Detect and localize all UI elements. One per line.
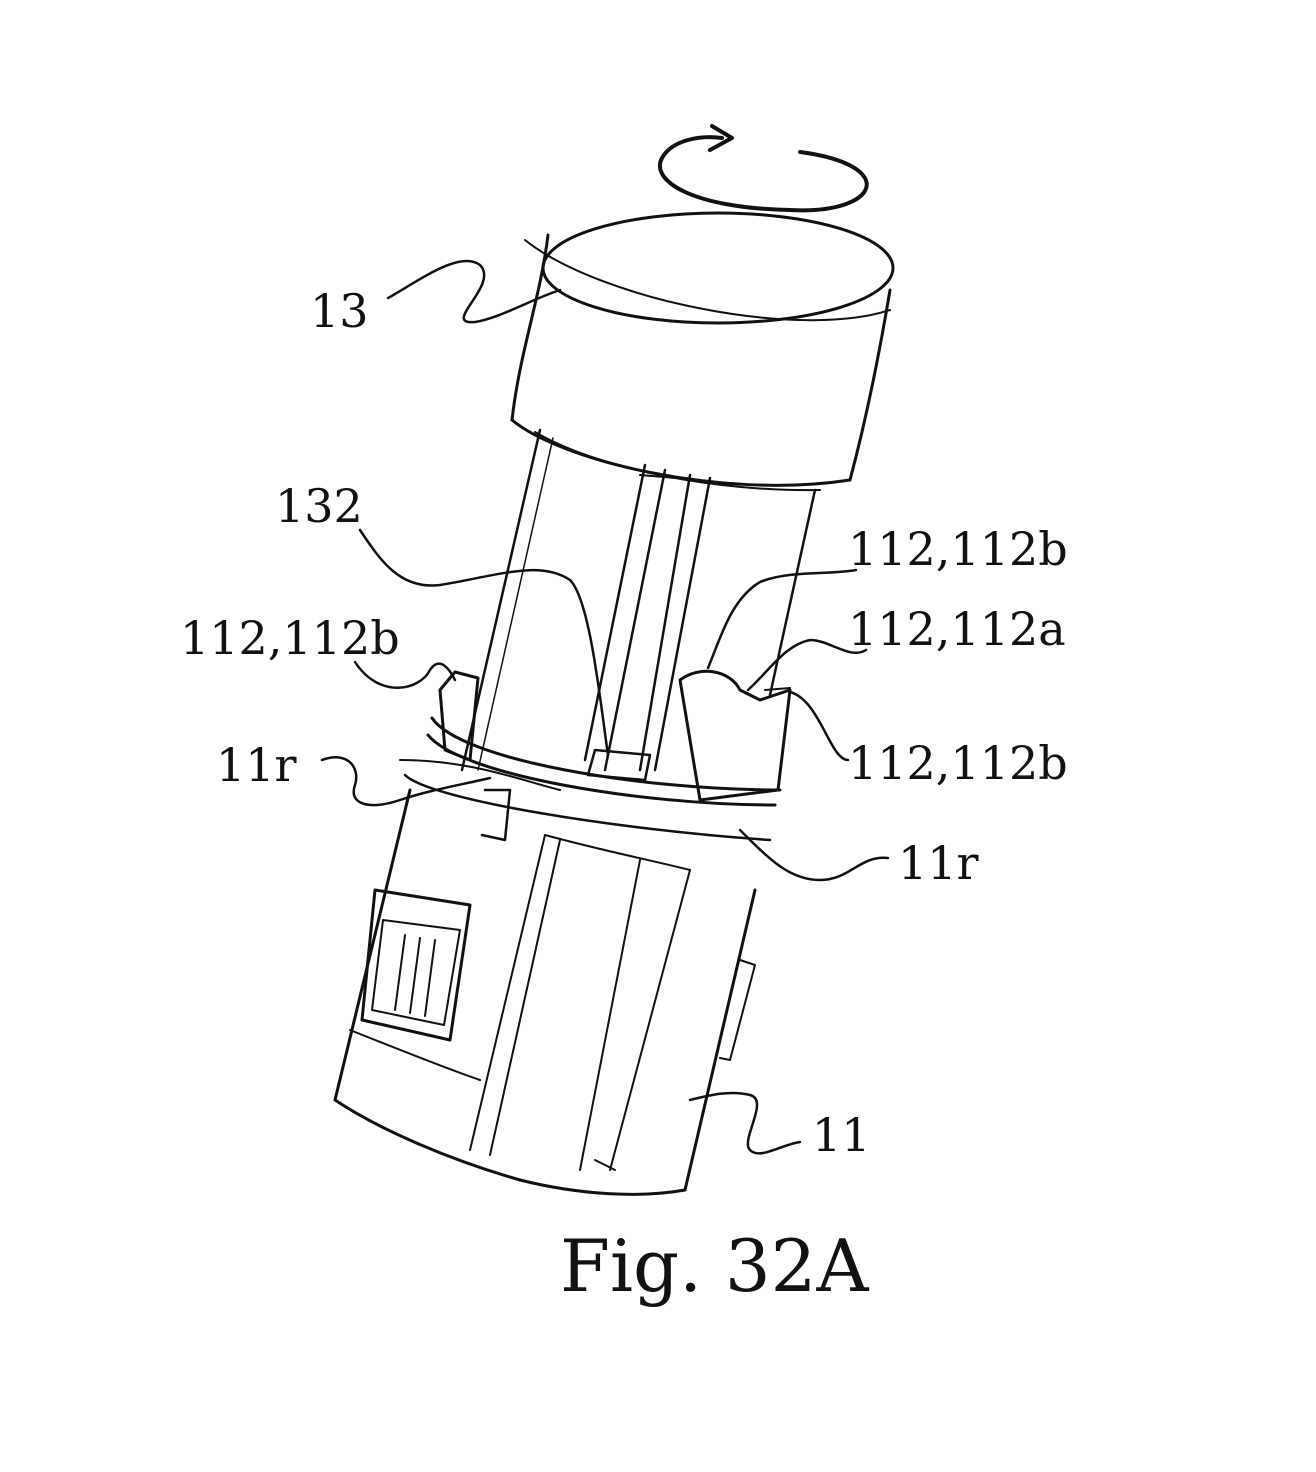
cap-outline xyxy=(510,211,895,492)
label-cap-rib: 132 xyxy=(275,479,363,533)
rotation-arrow-icon xyxy=(658,124,869,213)
label-stop-low-right: 112,112b xyxy=(848,736,1068,790)
collar-rings xyxy=(399,716,782,842)
leader-lines xyxy=(320,259,890,1155)
figure-caption: Fig. 32A xyxy=(560,1224,869,1308)
label-stop-top-right: 112,112b xyxy=(848,522,1068,576)
inner-stem xyxy=(460,428,817,782)
label-stop-mid-right: 112,112a xyxy=(848,602,1066,656)
body-outline xyxy=(333,788,757,1196)
label-ring-left: 11r xyxy=(216,738,297,792)
label-cap: 13 xyxy=(310,284,369,338)
label-ring-right: 11r xyxy=(898,836,979,890)
stops xyxy=(438,669,792,802)
label-stop-left: 112,112b xyxy=(180,611,400,665)
label-body: 11 xyxy=(812,1108,871,1162)
